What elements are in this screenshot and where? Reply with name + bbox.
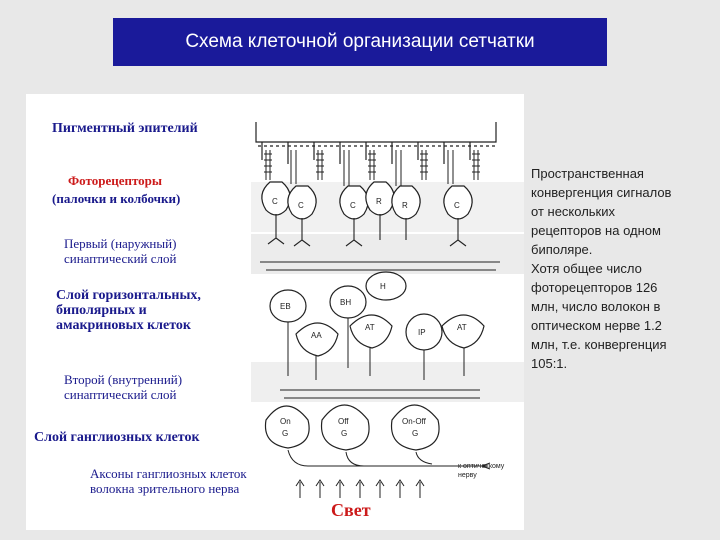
layer-label-axons: Аксоны ганглиозных клеток волокна зрител… xyxy=(90,466,247,496)
ganglion-cells xyxy=(265,405,439,450)
ganglion-off xyxy=(322,405,370,450)
cell-label-at: AT xyxy=(365,323,375,332)
layer-label-inner-synaptic: Второй (внутренний) синаптический слой xyxy=(64,372,182,402)
ganglion-label: On xyxy=(280,417,291,426)
cell-label-eb: EB xyxy=(280,302,291,311)
side-note-line: Хотя общее число xyxy=(531,259,711,278)
cell-label-h: H xyxy=(380,282,386,291)
receptor-label: C xyxy=(350,201,356,210)
side-note-line: конвергенция сигналов xyxy=(531,183,711,202)
cell-label-ip: IP xyxy=(418,328,426,337)
side-note-line: 105:1. xyxy=(531,354,711,373)
cell-label-bh: BH xyxy=(340,298,351,307)
ganglion-label: G xyxy=(282,429,288,438)
light-arrows xyxy=(296,480,424,498)
layer-label-inner-nuclear: Слой горизонтальных, биполярных и амакри… xyxy=(56,288,201,333)
side-note-line: от нескольких xyxy=(531,202,711,221)
side-note-line: млн, число волокон в xyxy=(531,297,711,316)
layer-label-photoreceptors: Фоторецепторы xyxy=(68,173,162,188)
cell-label-aa: AA xyxy=(311,331,322,340)
retina-diagram: C C C R R C H EB BH AA AT IP AT On G Off… xyxy=(26,94,524,530)
ganglion-label: Off xyxy=(338,417,349,426)
ganglion-label: G xyxy=(412,429,418,438)
side-note-line: биполяре. xyxy=(531,240,711,259)
horizontal-cell xyxy=(366,272,406,300)
ganglion-label: G xyxy=(341,429,347,438)
receptor-outer-segments xyxy=(264,150,480,186)
ganglion-on xyxy=(265,406,309,448)
receptor-label: R xyxy=(376,197,382,206)
receptor-label: C xyxy=(272,197,278,206)
layer-label-pigment: Пигментный эпителий xyxy=(52,121,198,136)
light-label: Свет xyxy=(331,500,371,521)
outer-synaptic-band xyxy=(251,234,524,274)
side-note-line: млн, т.е. конвергенция xyxy=(531,335,711,354)
layer-label-outer-synaptic: Первый (наружный) синаптический слой xyxy=(64,236,176,266)
ganglion-label: On-Off xyxy=(402,417,427,426)
pigment-epithelium xyxy=(256,122,496,164)
receptor-label: R xyxy=(402,201,408,210)
layer-label-ganglion: Слой ганглиозных клеток xyxy=(34,430,200,445)
optic-nerve-note: к оптическому нерву xyxy=(458,462,522,480)
side-note-line: оптическом нерве 1.2 xyxy=(531,316,711,335)
cell-label-at-2: AT xyxy=(457,323,467,332)
side-note-line: рецепторов на одном xyxy=(531,221,711,240)
receptor-label: C xyxy=(454,201,460,210)
side-note-line: фоторецепторов 126 xyxy=(531,278,711,297)
ganglion-on-off xyxy=(392,405,440,450)
side-note: Пространственная конвергенция сигналов о… xyxy=(531,164,711,373)
inner-synaptic-band xyxy=(251,362,524,402)
receptor-label: C xyxy=(298,201,304,210)
slide-title: Схема клеточной организации сетчатки xyxy=(113,18,607,66)
side-note-line: Пространственная xyxy=(531,164,711,183)
layer-label-photoreceptors-sub: (палочки и колбочки) xyxy=(52,191,180,206)
